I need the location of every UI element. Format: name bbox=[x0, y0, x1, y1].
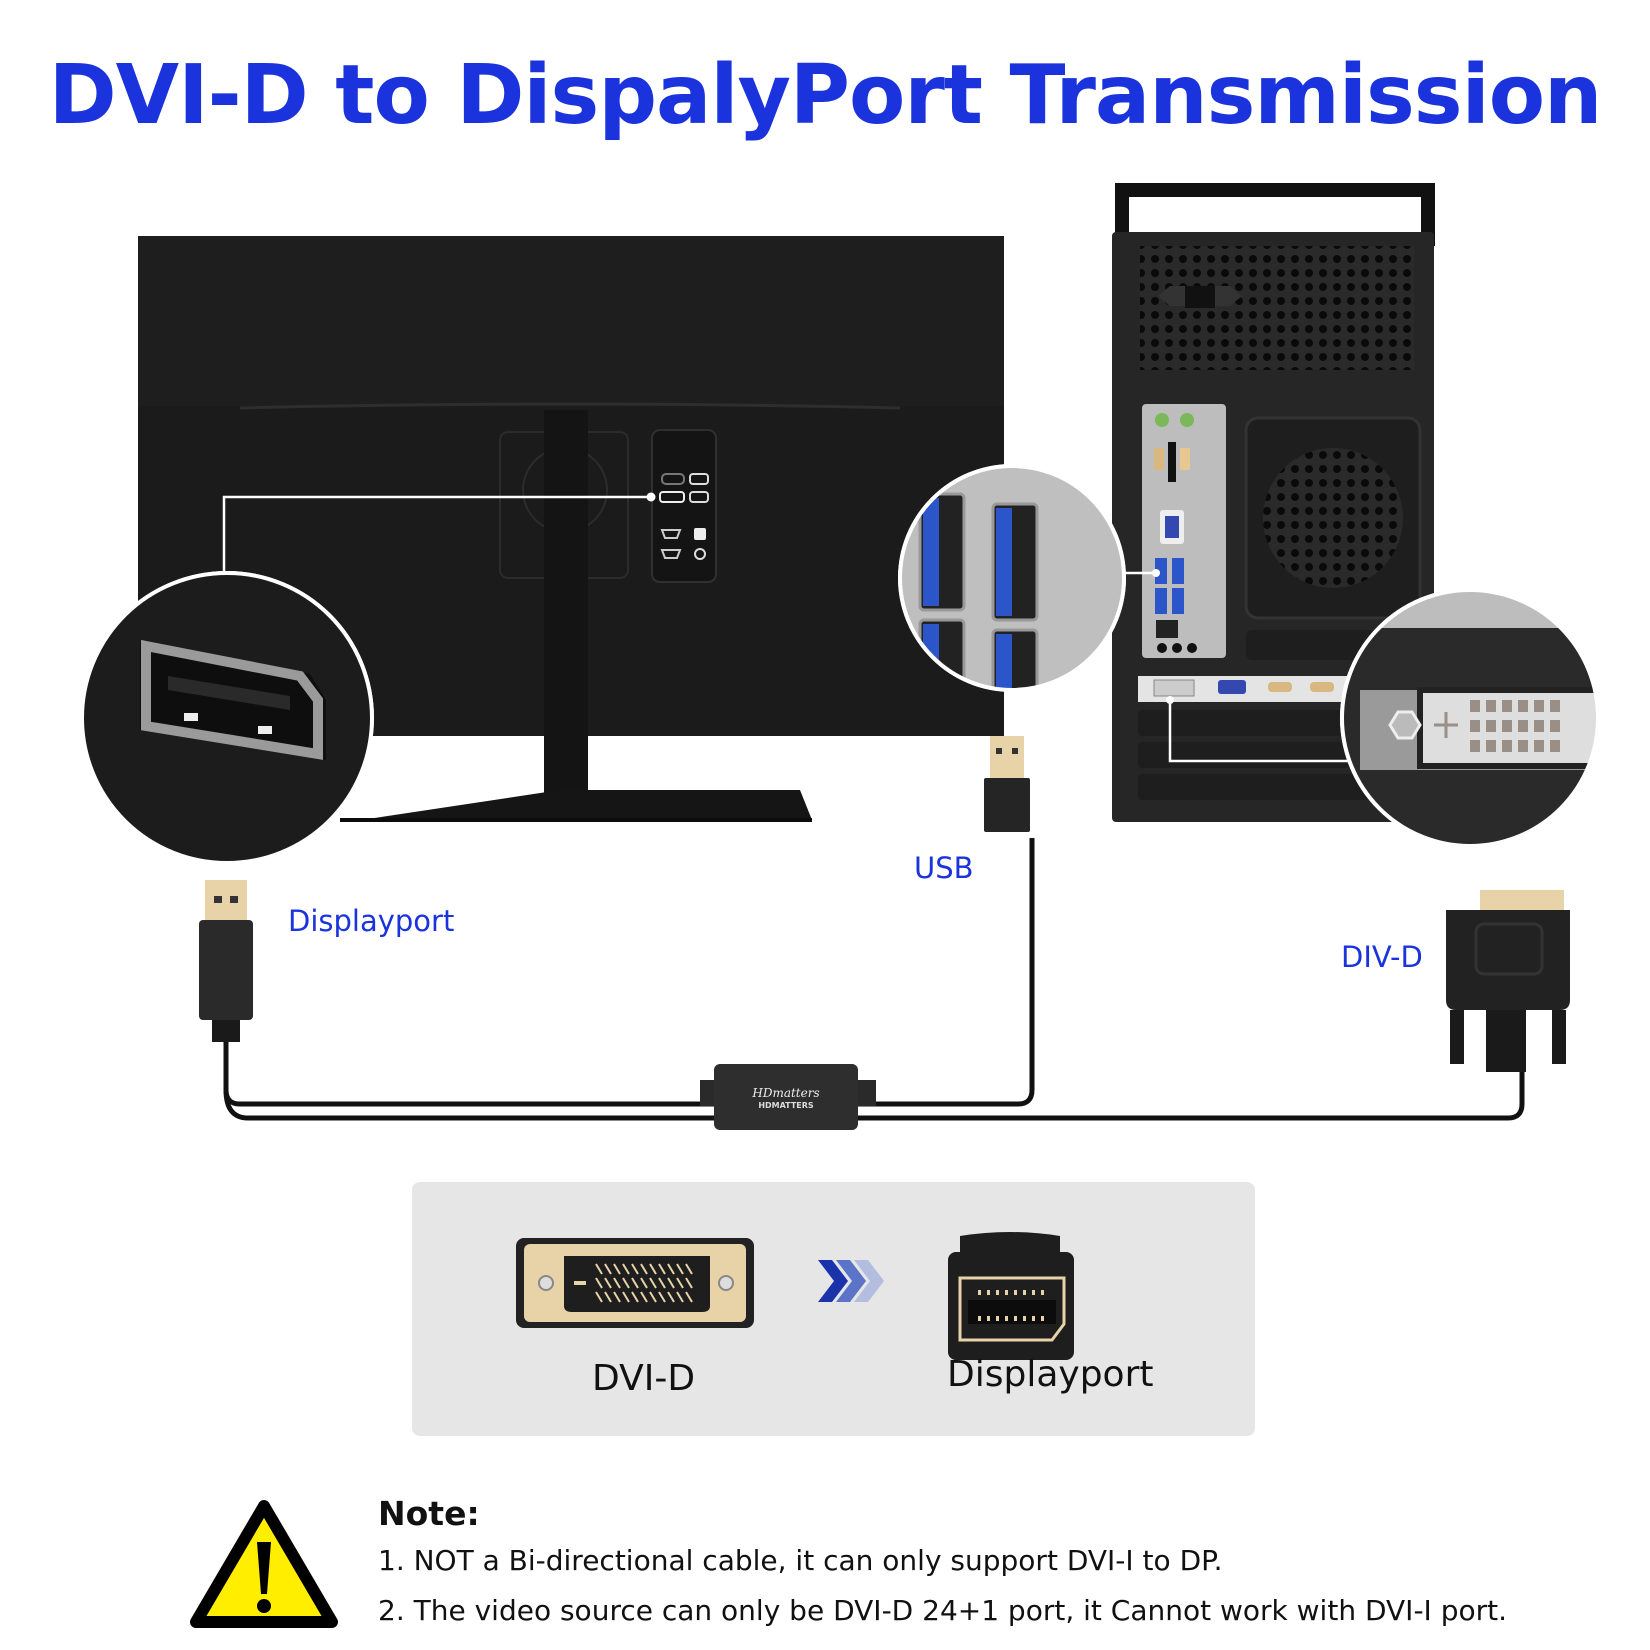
displayport-connector-icon bbox=[948, 1232, 1074, 1360]
label-usb: USB bbox=[914, 851, 974, 885]
dvi-d-connector-icon bbox=[516, 1238, 754, 1328]
panel-label-displayport: Displayport bbox=[947, 1354, 1154, 1395]
adapter-brand-script: HDmatters bbox=[752, 1086, 820, 1100]
conversion-panel: DVI-D Displayport bbox=[412, 1182, 1255, 1436]
leader-line-displayport bbox=[222, 495, 651, 576]
leader-dot bbox=[1166, 696, 1174, 704]
warning-triangle-icon bbox=[190, 1500, 338, 1628]
adapter-brand: HDMATTERS bbox=[758, 1101, 814, 1110]
dvi-plug bbox=[1446, 890, 1570, 1072]
adapter-box bbox=[700, 1064, 876, 1130]
leader-dot bbox=[1152, 569, 1160, 577]
displayport-socket-zoom bbox=[80, 571, 374, 865]
leader-dot bbox=[646, 492, 656, 502]
dvi-socket-zoom bbox=[1340, 588, 1600, 848]
note-item-2: 2. The video source can only be DVI-D 24… bbox=[378, 1594, 1507, 1627]
label-dvi-d: DIV-D bbox=[1341, 940, 1423, 974]
triple-chevron-right-icon bbox=[818, 1260, 884, 1302]
label-displayport: Displayport bbox=[288, 904, 455, 938]
displayport-plug bbox=[199, 880, 253, 1042]
note-heading: Note: bbox=[378, 1494, 480, 1533]
usb-plug bbox=[984, 736, 1030, 832]
leader-line-dvi bbox=[1168, 700, 1360, 763]
note-item-1: 1. NOT a Bi-directional cable, it can on… bbox=[378, 1544, 1223, 1577]
panel-label-dvi-d: DVI-D bbox=[592, 1358, 696, 1399]
page-title: DVI-D to DispalyPort Transmission bbox=[48, 48, 1603, 143]
monitor-displayport-socket bbox=[659, 491, 685, 503]
cable bbox=[223, 838, 1525, 1121]
